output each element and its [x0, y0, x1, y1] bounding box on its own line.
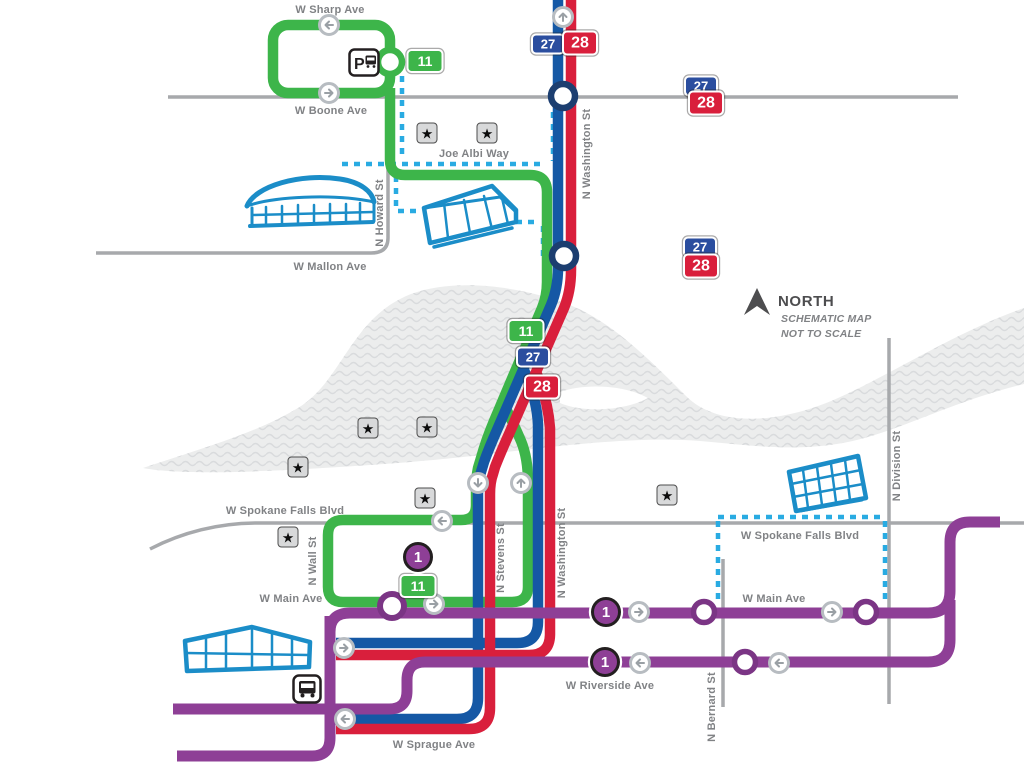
- convention-center-west-icon: [182, 624, 313, 674]
- street-label-mallon: W Mallon Ave: [293, 261, 367, 273]
- street-label-falls-west: W Spokane Falls Blvd: [225, 505, 345, 517]
- stop-main-east: [852, 598, 880, 626]
- direction-stop-main-2: [821, 601, 843, 623]
- street-label-riverside: W Riverside Ave: [565, 680, 655, 692]
- street-label-division: N Division St: [891, 430, 903, 502]
- road-spokane-falls: [149, 521, 1024, 551]
- direction-stop-falls-west: [431, 510, 453, 532]
- street-label-main-east: W Main Ave: [742, 593, 806, 605]
- street-label-boone: W Boone Ave: [294, 105, 368, 117]
- street-label-wall: N Wall St: [307, 536, 319, 586]
- arena-building-icon: [244, 175, 377, 228]
- stop-washington-north-bridge: [548, 240, 580, 272]
- route-11-badge-downtown: 11: [399, 574, 437, 598]
- street-label-washington-n: N Washington St: [581, 108, 593, 200]
- direction-stop-boone-loop: [318, 82, 340, 104]
- star-glyph: ★: [361, 420, 375, 436]
- poi-star-icon: ★: [476, 122, 498, 144]
- road-howard-mallon: [96, 100, 390, 255]
- street-label-bernard: N Bernard St: [706, 672, 718, 742]
- poi-star-icon: ★: [416, 122, 438, 144]
- street-label-stevens: N Stevens St: [495, 523, 507, 593]
- route-1-badge-downtown: 1: [403, 542, 433, 572]
- star-glyph: ★: [420, 419, 434, 435]
- schematic-note-line2: NOT TO SCALE: [781, 328, 862, 340]
- star-glyph: ★: [420, 125, 434, 141]
- route-27-badge-legend2: 27: [683, 236, 717, 258]
- street-label-joe-albi: Joe Albi Way: [438, 148, 510, 160]
- star-glyph: ★: [480, 125, 494, 141]
- route-1-line: [173, 516, 1000, 762]
- route-28-badge-top: 28: [562, 30, 598, 56]
- street-label-sprague: W Sprague Ave: [392, 739, 476, 751]
- direction-stop-main-1: [628, 601, 650, 623]
- stop-main-bernard: [690, 598, 718, 626]
- direction-stop-riverside-2: [768, 652, 790, 674]
- bus-transit-center-icon: [292, 674, 322, 704]
- route-27-stevens-branch: [336, 0, 564, 725]
- poi-star-icon: ★: [414, 487, 436, 509]
- star-glyph: ★: [660, 487, 674, 503]
- convention-center-east-icon: [786, 453, 869, 514]
- route-11-badge-terminal: 11: [406, 49, 444, 73]
- route-27-badge-bridge: 27: [516, 346, 550, 368]
- street-label-washington-s: N Washington St: [556, 507, 568, 599]
- stop-riverside-bernard: [731, 648, 759, 676]
- star-glyph: ★: [291, 459, 305, 475]
- poi-star-icon: ★: [287, 456, 309, 478]
- park-and-ride-letter: P: [354, 56, 365, 73]
- star-glyph: ★: [281, 529, 295, 545]
- star-glyph: ★: [418, 490, 432, 506]
- direction-stop-sprague: [334, 708, 356, 730]
- route-27-badge-top: 27: [531, 33, 565, 55]
- poi-star-icon: ★: [656, 484, 678, 506]
- route-1-badge-riverside: 1: [590, 647, 620, 677]
- stop-boone-park-ride: [374, 46, 406, 78]
- direction-stop-washington-top: [552, 6, 574, 28]
- direction-stop-plaza-east: [333, 637, 355, 659]
- route-28-badge-legend2: 28: [683, 253, 719, 279]
- direction-stop-stevens-south: [467, 472, 489, 494]
- north-arrow-icon: [744, 288, 770, 315]
- route-28-stevens-branch: [336, 0, 577, 735]
- route-28-badge-bridge: 28: [524, 374, 560, 400]
- poi-star-icon: ★: [416, 416, 438, 438]
- street-label-sharp: W Sharp Ave: [295, 4, 365, 16]
- stops-layer: [318, 6, 880, 730]
- route-11-badge-bridge: 11: [507, 319, 545, 343]
- park-and-ride-icon: P: [348, 48, 380, 77]
- route-1-badge-main: 1: [591, 597, 621, 627]
- direction-stop-sharp: [318, 14, 340, 36]
- north-label: NORTH: [778, 293, 835, 310]
- street-label-falls-east: W Spokane Falls Blvd: [740, 530, 860, 542]
- poi-star-icon: ★: [357, 417, 379, 439]
- podium-building-icon: [421, 183, 519, 249]
- direction-stop-riverside-1: [629, 652, 651, 674]
- route-28-badge-legend1: 28: [688, 90, 724, 116]
- street-label-howard: N Howard St: [374, 179, 386, 247]
- stop-main-west: [377, 591, 407, 621]
- stop-boone-washington: [547, 80, 579, 112]
- direction-stop-washington-northbound: [510, 472, 532, 494]
- poi-star-icon: ★: [277, 526, 299, 548]
- route-1-west-terminal: [177, 616, 336, 762]
- route-1-riverside-ave: [173, 600, 956, 715]
- street-label-main-west: W Main Ave: [259, 593, 323, 605]
- schematic-note-line1: SCHEMATIC MAP: [781, 313, 872, 325]
